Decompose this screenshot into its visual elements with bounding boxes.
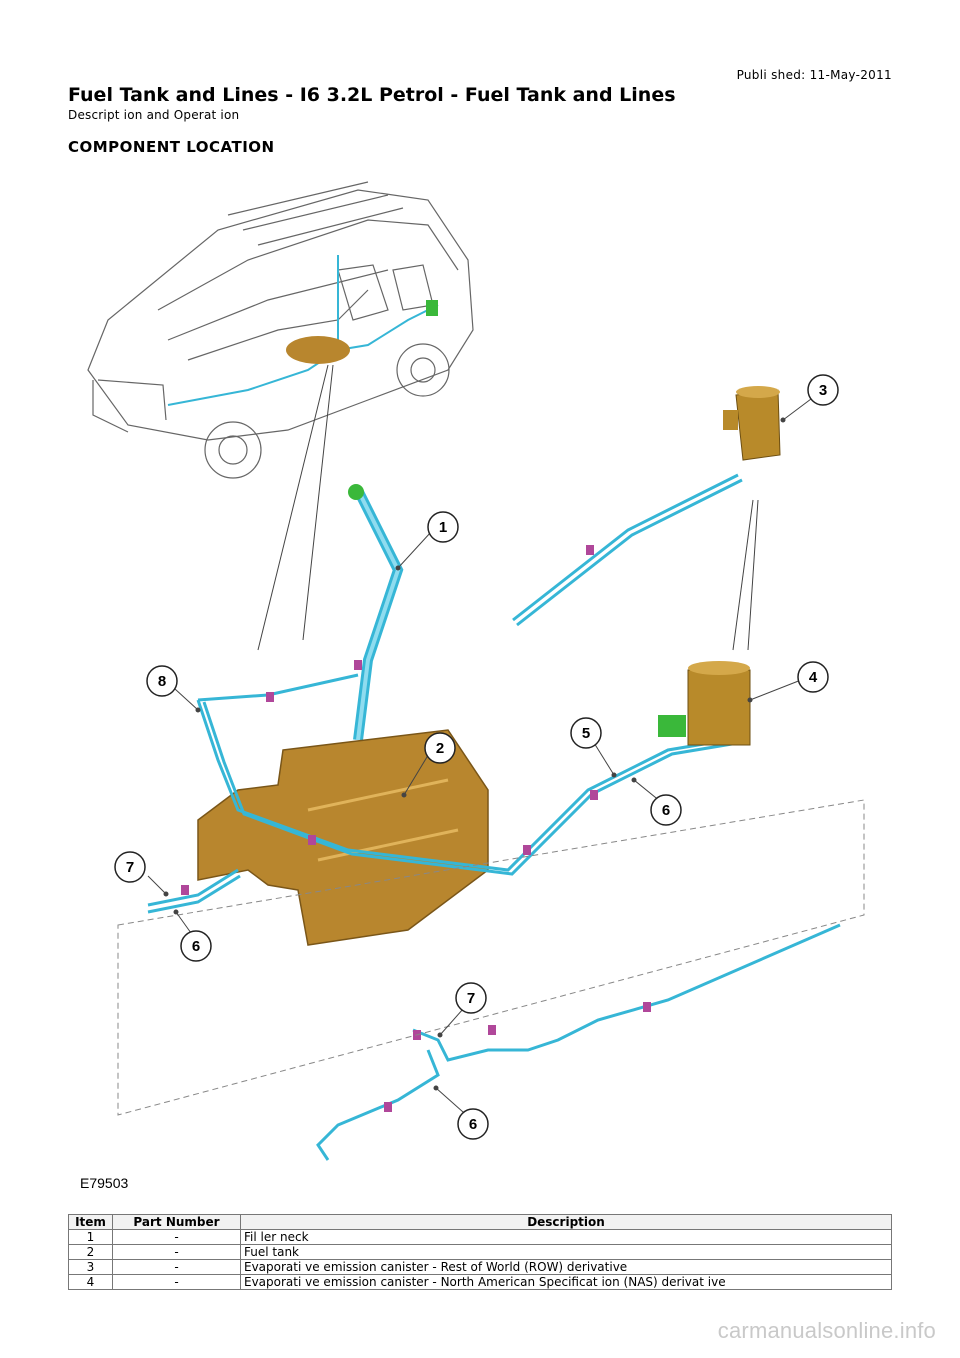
vehicle-tank (286, 336, 350, 364)
table-row: 2 - Fuel tank (68, 1244, 892, 1260)
vehicle-canister (426, 300, 438, 316)
column-header-item: Item (68, 1214, 113, 1230)
parts-table: Item Part Number Description 1 - Fil ler… (68, 1214, 892, 1290)
published-date: Publi shed: 11-May-2011 (736, 68, 892, 82)
page-title: Fuel Tank and Lines - I6 3.2L Petrol - F… (68, 84, 676, 106)
evap-canister-nas (658, 661, 751, 746)
table-header-row: Item Part Number Description (68, 1214, 892, 1230)
column-header-description: Description (240, 1214, 892, 1230)
cell-part-number: - (112, 1259, 241, 1275)
cell-description: Evaporati ve emission canister - North A… (240, 1274, 892, 1290)
callout-8-label: 8 (158, 673, 166, 690)
callout-6a: 6 (650, 794, 682, 826)
line-clips (181, 545, 651, 1112)
callout-7a-label: 7 (126, 859, 134, 876)
cell-description: Fil ler neck (240, 1229, 892, 1245)
section-heading: COMPONENT LOCATION (68, 138, 275, 156)
cell-part-number: - (112, 1244, 241, 1260)
callout-2: 2 (424, 732, 456, 764)
cell-item: 4 (68, 1274, 113, 1290)
callout-7a: 7 (114, 851, 146, 883)
cell-item: 1 (68, 1229, 113, 1245)
table-row: 4 - Evaporati ve emission canister - Nor… (68, 1274, 892, 1290)
callout-2-label: 2 (436, 740, 444, 757)
cell-part-number: - (112, 1274, 241, 1290)
column-header-part-number: Part Number (112, 1214, 241, 1230)
callout-6b-label: 6 (192, 938, 200, 955)
cell-part-number: - (112, 1229, 241, 1245)
callout-1: 1 (427, 511, 459, 543)
callout-3-label: 3 (819, 382, 827, 399)
filler-neck (353, 487, 404, 741)
filler-cap (348, 484, 364, 500)
callout-6b: 6 (180, 930, 212, 962)
callout-1-label: 1 (439, 519, 447, 536)
callout-6c: 6 (457, 1108, 489, 1140)
evap-canister-row (723, 386, 781, 461)
callout-8: 8 (146, 665, 178, 697)
vehicle-fuel-system (167, 255, 439, 406)
callout-7b-label: 7 (467, 990, 475, 1007)
callout-6a-label: 6 (662, 802, 670, 819)
fuel-lines (147, 473, 841, 1161)
page-subtitle: Descript ion and Operat ion (68, 108, 240, 122)
vehicle-illustration (87, 181, 474, 479)
callout-4: 4 (797, 661, 829, 693)
callout-5-label: 5 (582, 725, 590, 742)
cell-item: 3 (68, 1259, 113, 1275)
table-row: 3 - Evaporati ve emission canister - Res… (68, 1259, 892, 1275)
callout-7b: 7 (455, 982, 487, 1014)
site-watermark: carmanualsonline.info (717, 1318, 936, 1343)
table-row: 1 - Fil ler neck (68, 1229, 892, 1245)
component-location-diagram: 3 1 2 4 5 6 8 7 6 7 6 (68, 170, 892, 1200)
cell-description: Evaporati ve emission canister - Rest of… (240, 1259, 892, 1275)
callout-5: 5 (570, 717, 602, 749)
figure-id: E79503 (80, 1175, 129, 1191)
underbody-frame (117, 799, 865, 1116)
callout-4-label: 4 (809, 669, 818, 686)
callout-6c-label: 6 (469, 1116, 477, 1133)
cell-description: Fuel tank (240, 1244, 892, 1260)
callout-3: 3 (807, 374, 839, 406)
cell-item: 2 (68, 1244, 113, 1260)
